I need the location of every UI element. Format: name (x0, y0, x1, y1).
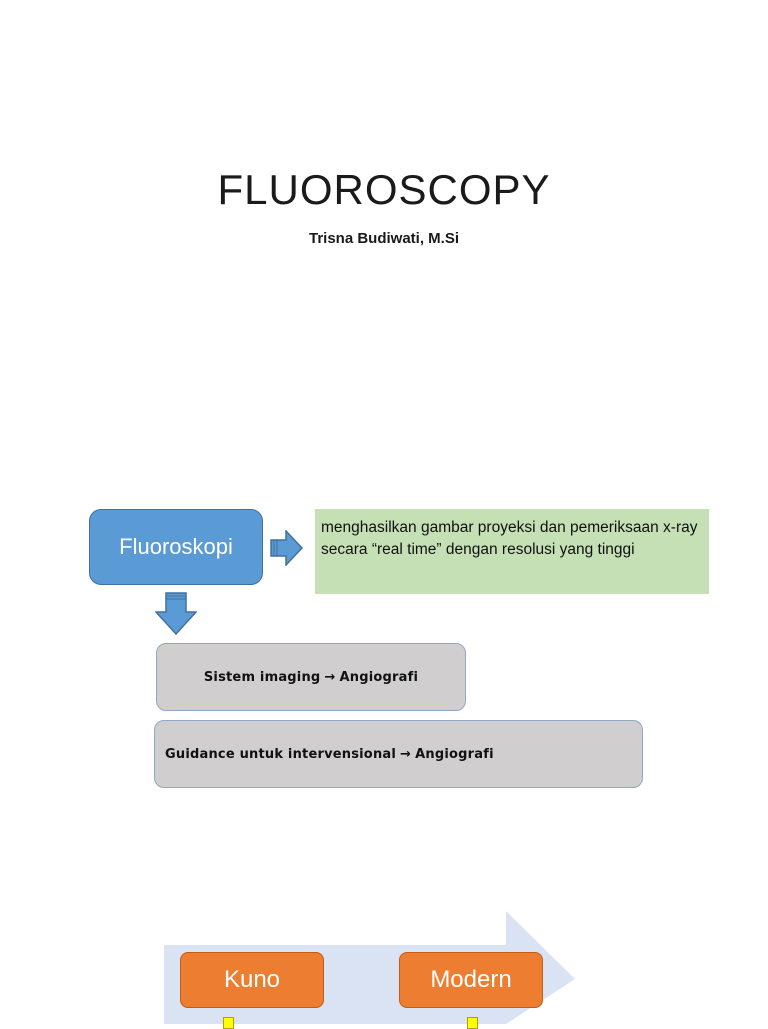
era-modern-box: Modern (399, 952, 543, 1008)
arrow-right-icon: → (324, 669, 336, 685)
guidance-label: Guidance untuk intervensional (165, 746, 397, 762)
arrow-right-icon: → (400, 746, 412, 762)
sistem-imaging-label: Sistem imaging (203, 669, 321, 685)
angiografi-label-2: Angiografi (415, 746, 494, 762)
block-arrow-down-icon (155, 592, 197, 636)
connector-modern (467, 1017, 478, 1029)
fluoroskopi-label: Fluoroskopi (119, 534, 233, 559)
era-modern-label: Modern (430, 966, 512, 993)
era-kuno-box: Kuno (180, 952, 324, 1008)
slide-title: FLUOROSCOPY (217, 166, 551, 213)
definition-box: menghasilkan gambar proyeksi dan pemerik… (315, 509, 709, 594)
angiografi-label-1: Angiografi (339, 669, 419, 685)
era-kuno-label: Kuno (223, 966, 281, 993)
slide-author: Trisna Budiwati, M.Si (308, 230, 460, 247)
sistem-imaging-box: Sistem imaging → Angiografi (156, 643, 466, 711)
connector-kuno (223, 1017, 234, 1029)
block-arrow-right-icon (270, 530, 304, 566)
fluoroskopi-box: Fluoroskopi (89, 509, 263, 585)
guidance-box: Guidance untuk intervensional → Angiogra… (154, 720, 643, 788)
timeline-arrow-icon (164, 911, 575, 1024)
definition-text: menghasilkan gambar proyeksi dan pemerik… (321, 519, 698, 558)
